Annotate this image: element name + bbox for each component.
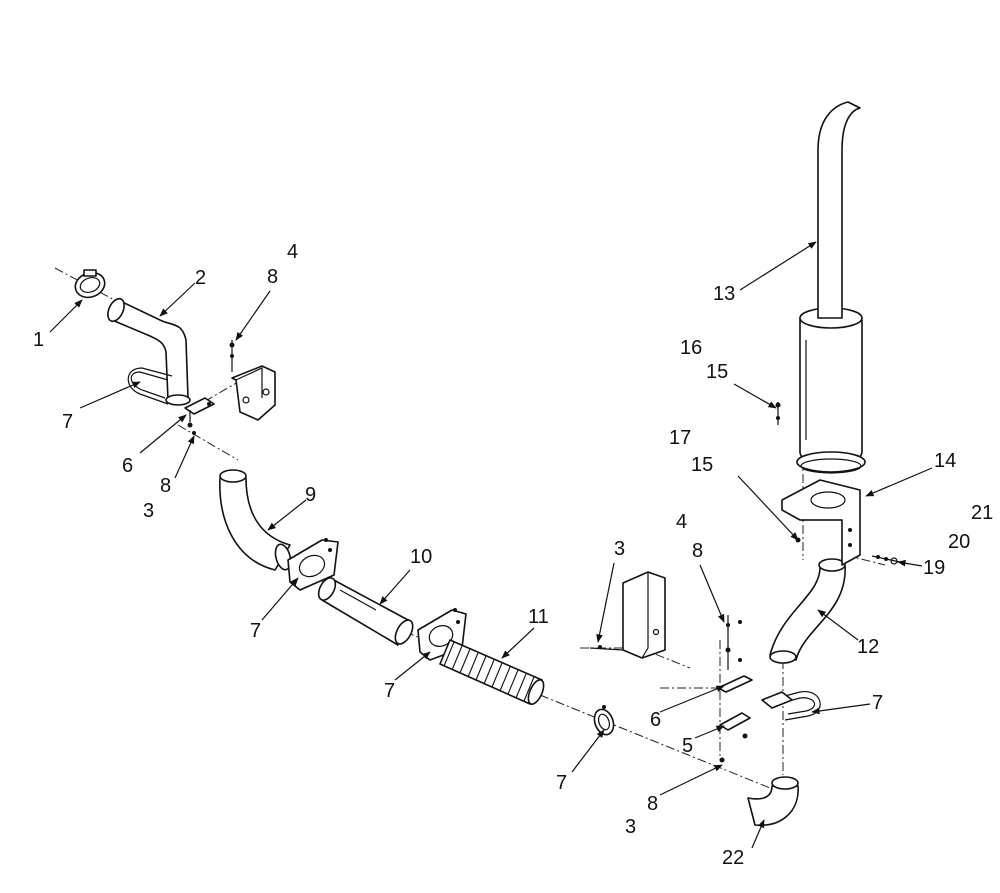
callout-7-clamp: 7 (556, 772, 567, 794)
callout-7-gasket-2: 7 (384, 680, 395, 702)
gasket-part-7-b (287, 538, 339, 591)
callout-labels: 1 2 4 8 7 6 8 3 9 10 7 11 7 7 3 4 8 6 5 … (33, 241, 993, 869)
callout-6-left: 6 (122, 455, 133, 477)
callout-6-center: 6 (650, 709, 661, 731)
callout-17: 17 (669, 427, 691, 449)
callout-3-left: 3 (143, 500, 154, 522)
leader-lines (49, 241, 933, 849)
callout-3-bottom: 3 (625, 816, 636, 838)
callout-16: 16 (680, 337, 702, 359)
callout-11: 11 (528, 606, 549, 628)
callout-19: 19 (923, 557, 945, 579)
callout-3-center: 3 (614, 538, 625, 560)
callout-22: 22 (722, 847, 744, 869)
callout-2: 2 (195, 267, 206, 289)
clamp-part-1 (74, 269, 106, 299)
callout-9: 9 (305, 484, 316, 506)
s-pipe-part-12 (769, 558, 846, 664)
callout-4-top: 4 (287, 241, 298, 263)
u-bolt-part-7-e (761, 691, 821, 721)
callout-15-top: 15 (706, 361, 728, 383)
clamp-part-7-d (593, 705, 615, 736)
elbow-pipe-part-2 (107, 297, 191, 406)
callout-7-gasket-1: 7 (250, 620, 261, 642)
callout-10: 10 (410, 546, 432, 568)
flex-pipe-ribs (443, 641, 535, 702)
mount-bracket-part-4-a (229, 340, 276, 421)
callout-8-bottom: 8 (647, 793, 658, 815)
bracket-part-6-a (184, 397, 215, 435)
callout-13: 13 (713, 283, 735, 305)
bolt-part-19 (871, 555, 901, 565)
callout-12: 12 (857, 636, 879, 658)
bracket-part-6-b (717, 675, 753, 693)
callout-8-top: 8 (267, 266, 278, 288)
callout-15-mid: 15 (691, 454, 713, 476)
callout-21: 21 (971, 502, 993, 524)
callout-14: 14 (934, 450, 956, 472)
callout-7-right: 7 (872, 692, 883, 714)
callout-20: 20 (948, 531, 970, 553)
callout-5: 5 (682, 735, 693, 757)
callout-7-left: 7 (62, 411, 73, 433)
flex-pipe-part-11 (439, 639, 545, 705)
callout-8-left: 8 (160, 475, 171, 497)
bracket-part-3 (589, 571, 666, 659)
muffler-part-13 (796, 101, 866, 474)
u-bolt-part-7-a (127, 367, 173, 405)
straight-pipe-part-10 (317, 577, 414, 646)
hardware-part-15 (775, 402, 781, 425)
elbow-pipe-part-9 (219, 469, 292, 571)
hardware-center (717, 615, 753, 763)
callout-1: 1 (33, 329, 44, 351)
callout-8-center: 8 (692, 540, 703, 562)
muffler-bracket-part-14 (781, 479, 861, 566)
elbow-part-22 (747, 776, 799, 827)
plate-part-5 (719, 712, 751, 731)
callout-4-center: 4 (676, 511, 687, 533)
